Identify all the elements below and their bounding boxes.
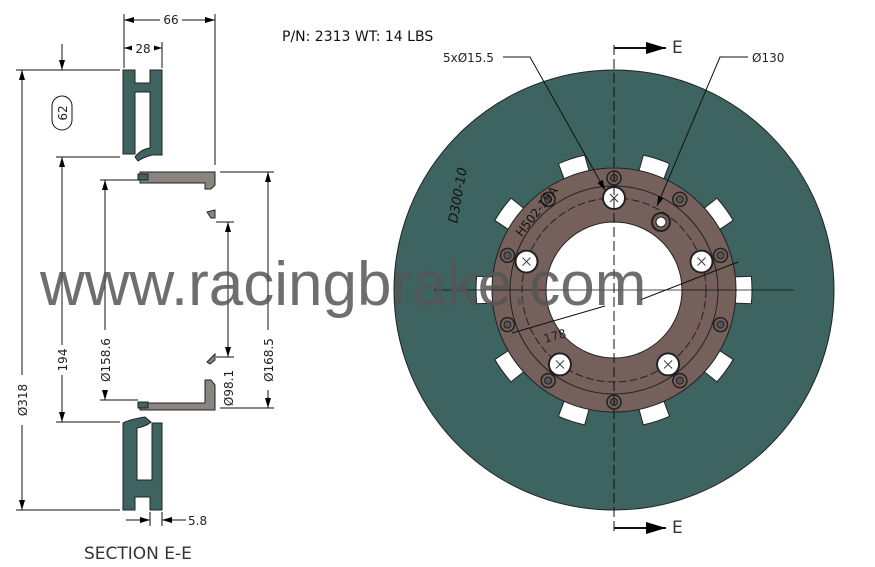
section-title: SECTION E-E [84,544,192,564]
pocket-dimension-box [51,95,73,131]
front-annotations [434,42,794,535]
rotor-slot [494,197,528,233]
part-info: P/N: 2313 WT: 14 LBS [282,29,433,45]
dim-158-6: Ø158.6 [99,338,113,382]
dim-62: 62 [56,105,70,120]
mounting-hole-center [716,320,725,329]
pcd-dimension: 178 [542,326,568,346]
watermark: www.racingbrake.com [39,250,646,319]
mounting-hole-center [544,376,553,385]
bolt-holes [514,186,714,377]
bolt-circle-callout: Ø130 [752,51,784,65]
mounting-hole-center [503,251,512,260]
dim-98-1: Ø98.1 [222,370,236,406]
rotor-section-top [122,69,163,162]
dim-194: 194 [56,349,70,372]
dim-66: 66 [163,13,178,27]
rotor-section-bottom [122,416,163,511]
hat-section-bottom [139,379,216,411]
mounting-hole-center [503,320,512,329]
dim-168-5: Ø168.5 [262,338,276,382]
section-view [122,69,216,511]
mounting-hole-center [675,195,684,204]
bolt-hole-center-mark [697,257,706,266]
bolt-hole-center-mark [609,193,619,203]
bolt-hole-center-mark [663,360,673,369]
mounting-hole-center [544,195,553,204]
bolt-hole-center-mark [555,360,565,369]
dim-28: 28 [135,42,150,56]
bolt-hole-center-mark [522,257,531,266]
dim-5-8: 5.8 [188,514,207,528]
rotor-slot [494,347,528,383]
rotor-slot [700,197,734,233]
section-mark-bottom: E [672,518,683,538]
dim-318: Ø318 [16,384,30,416]
hat-section-top [139,171,216,190]
mounting-hole-center [675,376,684,385]
section-mark-top: E [672,38,683,58]
rotor-slot [700,347,734,383]
mounting-hole-center [716,251,725,260]
section-dimension-labels: 66 28 62 Ø318 194 Ø158.6 Ø98.1 Ø168.5 5.… [14,12,276,564]
bolt-hole-callout: 5xØ15.5 [443,51,494,65]
